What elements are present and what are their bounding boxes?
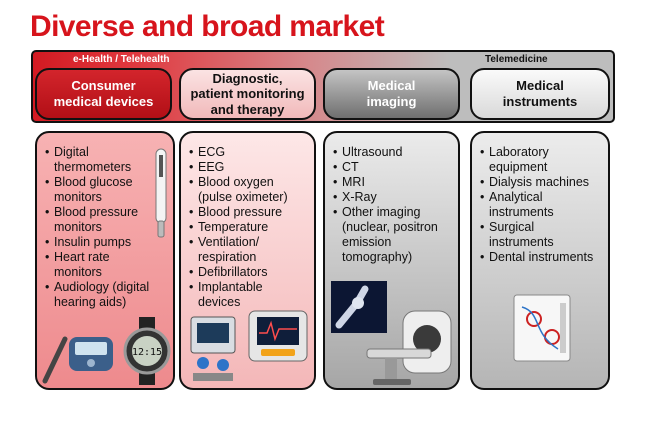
list-item: MRI bbox=[333, 175, 457, 190]
list-item: Ultrasound bbox=[333, 145, 457, 160]
defibrillator-icon bbox=[248, 310, 308, 362]
heading-line: medical devices bbox=[53, 94, 154, 109]
watch-display: 12:15 bbox=[132, 347, 162, 358]
list-item: ECG bbox=[189, 145, 314, 160]
thermometer-icon bbox=[155, 148, 167, 238]
list-item: CT bbox=[333, 160, 457, 175]
list-item: Analytical instruments bbox=[480, 190, 579, 220]
list-item: Blood glucose monitors bbox=[45, 175, 160, 205]
column-diagnostic: ECG EEG Blood oxygen (pulse oximeter) Bl… bbox=[179, 131, 316, 390]
glucose-meter-icon bbox=[42, 336, 113, 384]
heading-line: instruments bbox=[502, 94, 578, 109]
list-item: Laboratory equipment bbox=[480, 145, 583, 175]
list-item: Surgical instruments bbox=[480, 220, 579, 250]
heading-line: patient monitoring bbox=[190, 86, 305, 102]
list-item: Digital thermometers bbox=[45, 145, 150, 175]
list-item: Heart rate monitors bbox=[45, 250, 150, 280]
heading-line: Consumer bbox=[71, 78, 136, 94]
heading-line: imaging bbox=[366, 94, 417, 109]
list-item: Other imaging (nuclear, positron emissio… bbox=[333, 205, 458, 265]
heading-line: Diagnostic, bbox=[212, 70, 283, 86]
telemedicine-label: Telemedicine bbox=[485, 54, 548, 65]
list-item: Dental instruments bbox=[480, 250, 608, 265]
heading-line: Medical bbox=[516, 78, 564, 94]
instruments-list: Laboratory equipment Dialysis machines A… bbox=[480, 145, 608, 265]
list-item: Blood pressure monitors bbox=[45, 205, 164, 235]
list-item: Blood oxygen (pulse oximeter) bbox=[189, 175, 303, 205]
list-item: Blood pressure bbox=[189, 205, 314, 220]
heading-line: and therapy bbox=[210, 101, 285, 117]
list-item: Audiology (digital hearing aids) bbox=[45, 280, 169, 310]
mri-scanner-icon bbox=[366, 310, 452, 385]
dialysis-machine-icon bbox=[513, 294, 571, 362]
xray-image-icon bbox=[331, 281, 387, 333]
list-item: Insulin pumps bbox=[45, 235, 169, 250]
list-item: Dialysis machines bbox=[480, 175, 608, 190]
list-item: Implantable devices bbox=[189, 280, 286, 310]
imaging-list: Ultrasound CT MRI X-Ray Other imaging (n… bbox=[333, 145, 457, 265]
consumer-device-list: Digital thermometers Blood glucose monit… bbox=[45, 145, 169, 310]
diagnostic-list: ECG EEG Blood oxygen (pulse oximeter) Bl… bbox=[189, 145, 314, 310]
ehealth-label: e-Health / Telehealth bbox=[73, 54, 170, 65]
list-item: Ventilation/ respiration bbox=[189, 235, 288, 265]
list-item: Temperature bbox=[189, 220, 314, 235]
heart-rate-watch-icon: 12:15 bbox=[123, 317, 171, 385]
column-medical-imaging: Ultrasound CT MRI X-Ray Other imaging (n… bbox=[323, 131, 460, 390]
list-item: Defibrillators bbox=[189, 265, 314, 280]
list-item: X-Ray bbox=[333, 190, 457, 205]
page-title: Diverse and broad market bbox=[30, 10, 385, 43]
list-item: EEG bbox=[189, 160, 314, 175]
heading-line: Medical bbox=[367, 78, 416, 94]
column-medical-instruments: Laboratory equipment Dialysis machines A… bbox=[470, 131, 610, 390]
patient-monitor-icon bbox=[190, 316, 236, 381]
column-consumer-devices: Digital thermometers Blood glucose monit… bbox=[35, 131, 175, 390]
